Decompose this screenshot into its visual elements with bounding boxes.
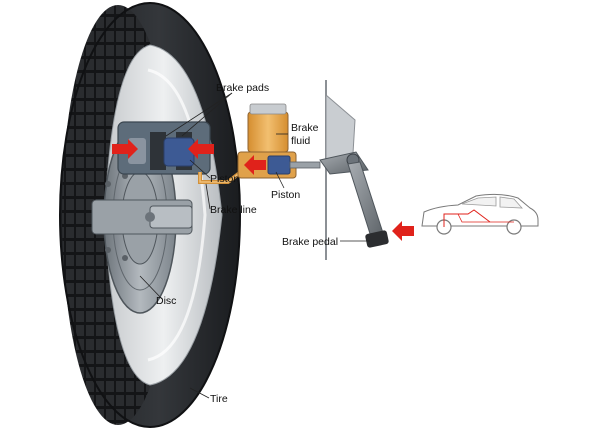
label-tire: Tire (210, 393, 228, 405)
label-brake-pedal: Brake pedal (282, 236, 338, 248)
brake-pedal (365, 230, 389, 248)
leader-lines (139, 92, 370, 399)
firewall-panel (325, 80, 356, 260)
label-brake-pads: Brake pads (216, 82, 269, 94)
brake-caliper (117, 121, 211, 175)
brake-pad-left (150, 132, 166, 170)
label-disc: Disc (156, 295, 176, 307)
label-brake-fluid-line2: fluid (291, 135, 310, 147)
label-brake-line: Brake line (210, 204, 257, 216)
master-piston (267, 155, 291, 175)
caliper-piston (163, 137, 195, 167)
label-piston-master: Piston (271, 189, 300, 201)
red-arrow-icon (112, 139, 214, 159)
label-piston-caliper: Piston (210, 173, 239, 185)
label-brake-fluid-line1: Brake (291, 122, 319, 134)
red-arrow-icon (244, 155, 266, 175)
wheel-hub (91, 173, 193, 261)
brake-fluid-reservoir (247, 103, 289, 153)
car-side-icon (421, 193, 539, 235)
brake-pedal-assembly (319, 151, 389, 248)
brake-line (198, 166, 248, 184)
red-arrow-icon (392, 221, 414, 241)
